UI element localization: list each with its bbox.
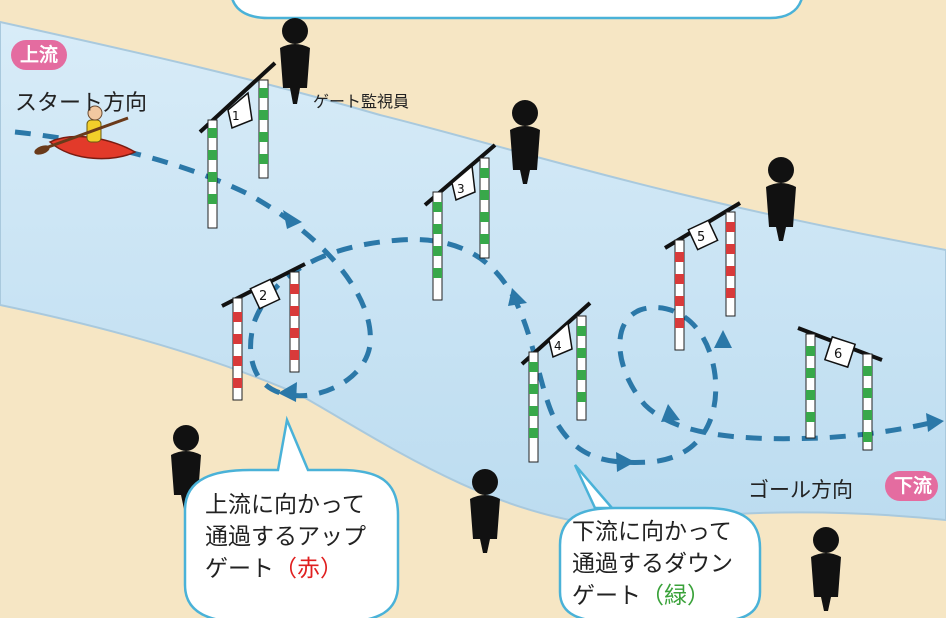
route-arrowhead — [661, 404, 680, 422]
gate-number: 5 — [697, 230, 705, 245]
down-gate-line-1: 下流に向かって — [572, 519, 732, 545]
gate-number: 4 — [554, 339, 562, 353]
gate-5: 5 — [663, 201, 742, 351]
up-gate-color-word: （赤） — [274, 556, 343, 582]
route-arrowhead — [283, 210, 302, 229]
gate-2: 2 — [221, 262, 306, 401]
up-gate-line-2: 通過するアップ — [205, 524, 366, 550]
down-gate-color-word: （緑） — [641, 583, 710, 609]
down-gate-line-2: 通過するダウン — [572, 551, 733, 577]
up-gate-bubble-shape — [183, 415, 400, 618]
river — [0, 20, 946, 527]
gate-number: 2 — [259, 289, 267, 304]
up-gate-bubble: 上流に向かって 通過するアップ ゲート（赤） — [205, 489, 366, 585]
gate-judge — [510, 100, 540, 184]
up-gate-line-3: ゲート（赤） — [205, 553, 366, 585]
down-gate-line-3-prefix: ゲート — [572, 583, 641, 609]
gate-judge — [811, 527, 841, 611]
downstream-badge: 下流 — [885, 471, 939, 501]
route-arrowhead — [278, 382, 297, 402]
gate-number: 3 — [457, 182, 465, 196]
down-gate-bubble: 下流に向かって 通過するダウン ゲート（緑） — [572, 516, 733, 612]
route-arrowhead — [926, 413, 944, 432]
kayaker — [34, 105, 137, 160]
down-gate-bubble-shape — [558, 464, 762, 618]
top-callout-fragment — [231, 0, 803, 20]
gate-judges — [171, 18, 841, 611]
gate-3: 3 — [423, 143, 497, 301]
route-arrowhead — [616, 452, 635, 472]
upstream-badge: 上流 — [11, 40, 68, 70]
route-arrowheads — [278, 210, 944, 472]
gate-judge — [280, 18, 310, 104]
goal-direction-label: ゴール方向 — [748, 478, 853, 502]
up-gate-line-1: 上流に向かって — [205, 492, 365, 518]
down-gate-line-3: ゲート（緑） — [572, 580, 733, 612]
gate-number: 1 — [232, 109, 240, 123]
gate-number: 6 — [834, 347, 842, 362]
start-direction-label: スタート方向 — [15, 91, 148, 116]
gate-6: 6 — [797, 326, 883, 451]
gate-judge — [766, 157, 796, 241]
up-gate-line-3-prefix: ゲート — [205, 556, 274, 582]
route-arrowhead — [508, 288, 527, 306]
route-arrowhead — [714, 330, 732, 348]
gate-4: 4 — [520, 301, 592, 463]
gate-judge — [470, 469, 500, 553]
course-route — [14, 129, 931, 465]
gate-judge-label: ゲート監視員 — [313, 92, 410, 111]
gate-1: 1 — [198, 61, 277, 229]
